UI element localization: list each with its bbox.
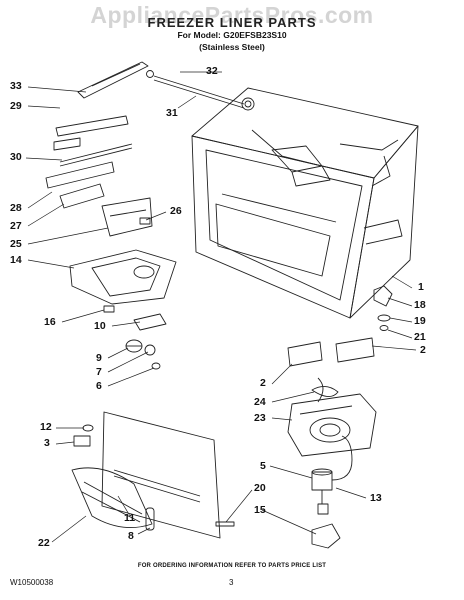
model-line: For Model: G20EFSB23S10 bbox=[177, 30, 287, 40]
finish-line: (Stainless Steel) bbox=[199, 42, 265, 52]
callout-14: 14 bbox=[10, 254, 22, 266]
callout-21: 21 bbox=[414, 331, 426, 343]
callout-2-right: 2 bbox=[420, 344, 426, 356]
document-number: W10500038 bbox=[10, 578, 54, 587]
page-number: 3 bbox=[229, 578, 234, 587]
callout-8: 8 bbox=[128, 530, 134, 542]
callout-33: 33 bbox=[10, 80, 22, 92]
callout-27: 27 bbox=[10, 220, 22, 232]
callout-2-left: 2 bbox=[260, 377, 266, 389]
auger-rod-drawing bbox=[146, 70, 255, 111]
callout-32: 32 bbox=[206, 65, 218, 77]
gaskets-drawing bbox=[287, 337, 375, 367]
motor-assembly-drawing bbox=[311, 435, 353, 549]
leader-lines bbox=[25, 71, 417, 543]
callout-6: 6 bbox=[96, 380, 102, 392]
callout-19: 19 bbox=[414, 315, 426, 327]
panel-drawing bbox=[71, 411, 235, 539]
fan-housing-drawing bbox=[287, 377, 377, 457]
small-parts-drawing bbox=[125, 339, 161, 370]
freezer-liner-drawing bbox=[191, 87, 419, 319]
callout-29: 29 bbox=[10, 100, 22, 112]
callout-30: 30 bbox=[10, 151, 22, 163]
callout-22: 22 bbox=[38, 537, 50, 549]
callout-25: 25 bbox=[10, 238, 22, 250]
callout-11: 11 bbox=[124, 512, 136, 524]
watermark-text: AppliancePartsPros.com bbox=[90, 2, 374, 28]
diagram-title: FREEZER LINER PARTS bbox=[147, 15, 317, 30]
bracket-drawing bbox=[101, 197, 153, 237]
callout-18: 18 bbox=[414, 299, 426, 311]
callout-5: 5 bbox=[260, 460, 266, 472]
ordering-note: FOR ORDERING INFORMATION REFER TO PARTS … bbox=[137, 563, 327, 569]
callout-3: 3 bbox=[44, 437, 50, 449]
callout-13: 13 bbox=[370, 492, 382, 504]
callout-12: 12 bbox=[40, 421, 52, 433]
shelf-drawing bbox=[69, 249, 177, 331]
callout-7: 7 bbox=[96, 366, 102, 378]
callout-26: 26 bbox=[170, 205, 182, 217]
callout-10: 10 bbox=[94, 320, 106, 332]
callout-9: 9 bbox=[96, 352, 102, 364]
rail-assemblies-drawing bbox=[45, 61, 149, 209]
callout-28: 28 bbox=[10, 202, 22, 214]
callout-16: 16 bbox=[44, 316, 56, 328]
callout-24: 24 bbox=[254, 396, 266, 408]
callout-20: 20 bbox=[254, 482, 266, 494]
callout-15: 15 bbox=[254, 504, 266, 516]
callout-31: 31 bbox=[166, 107, 178, 119]
callout-1: 1 bbox=[418, 281, 424, 293]
callout-23: 23 bbox=[254, 412, 266, 424]
